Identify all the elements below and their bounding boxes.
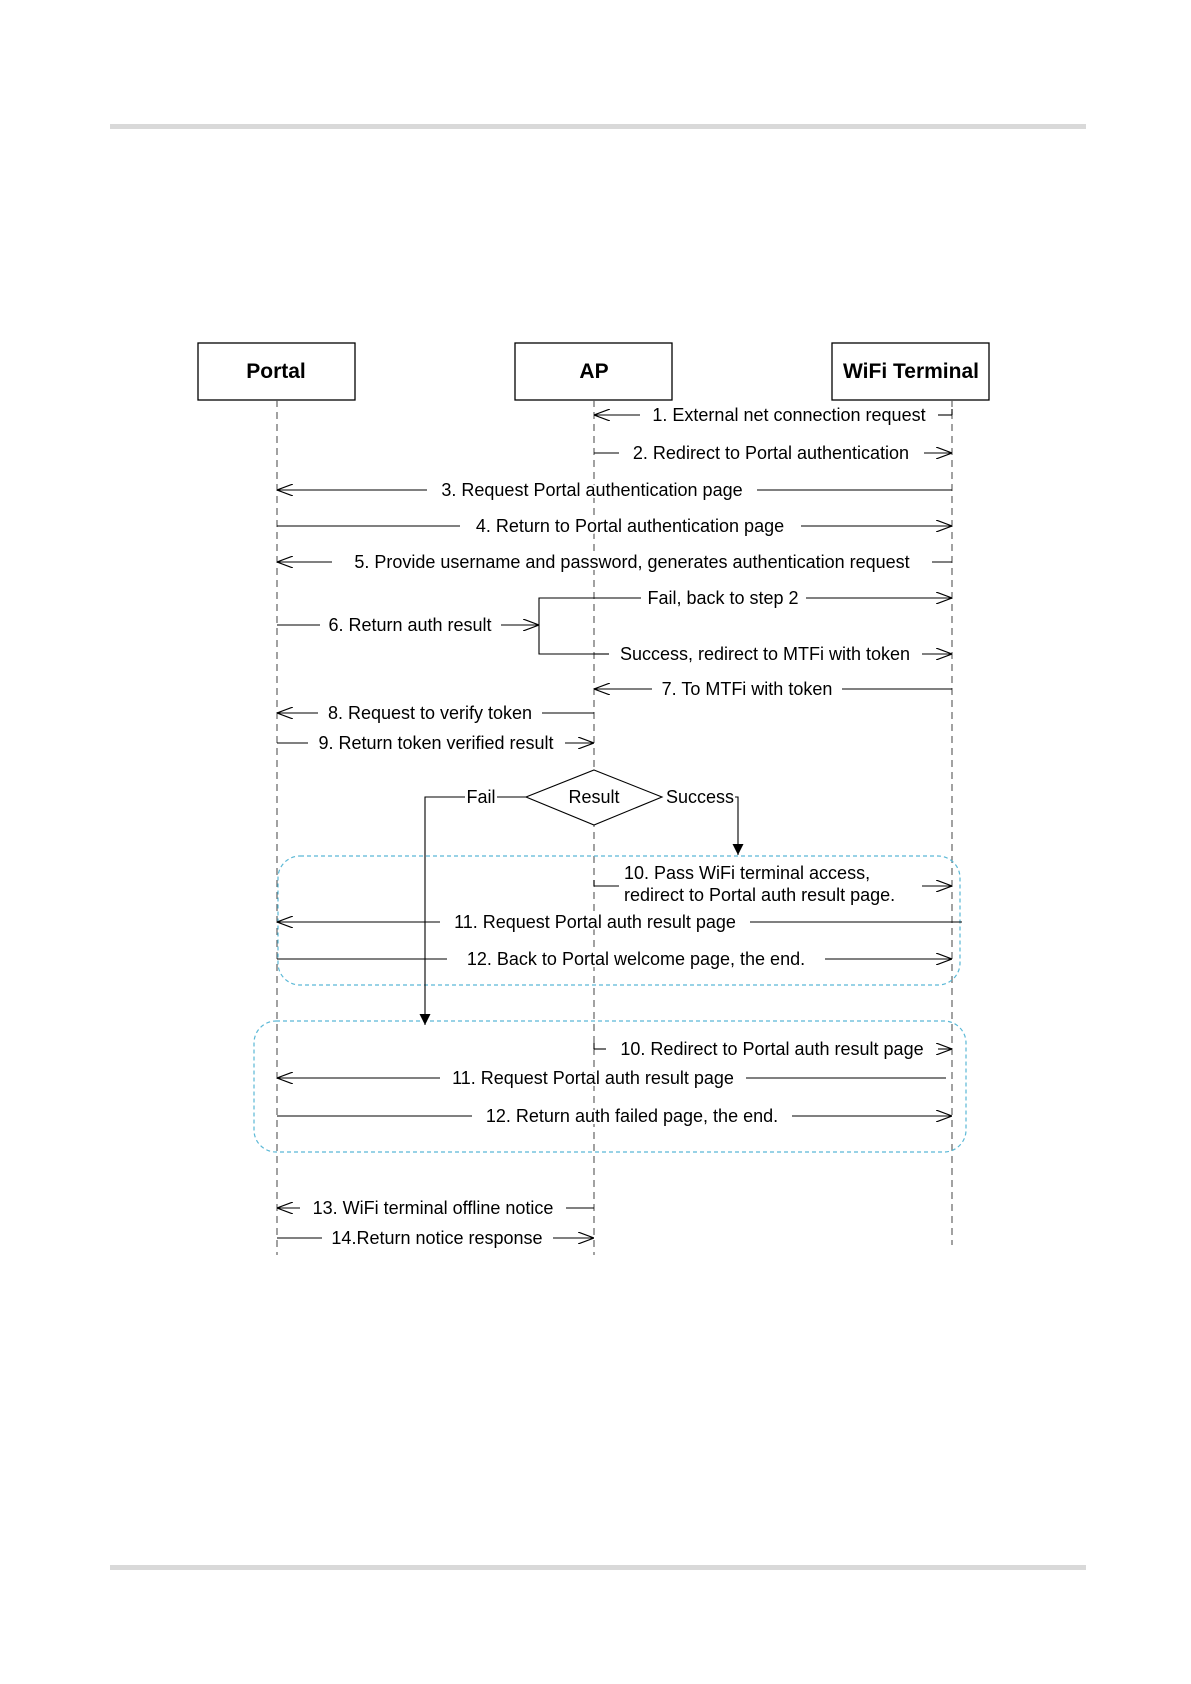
msg-14-label: 14.Return notice response <box>331 1228 542 1248</box>
msg-8-label: 8. Request to verify token <box>328 703 532 723</box>
msg-11b-label: 11. Request Portal auth result page <box>452 1068 734 1088</box>
msg-13-label: 13. WiFi terminal offline notice <box>313 1198 554 1218</box>
msg-10b-label: 10. Redirect to Portal auth result page <box>620 1039 923 1059</box>
msg-7-label: 7. To MTFi with token <box>662 679 833 699</box>
fail-branch-arrow <box>419 796 465 1025</box>
footer-rule <box>110 1565 1086 1570</box>
msg-3-label: 3. Request Portal authentication page <box>441 480 742 500</box>
header-rule <box>110 124 1086 129</box>
msg-1-label: 1. External net connection request <box>652 405 925 425</box>
msg-6-label: 6. Return auth result <box>328 615 491 635</box>
result-diamond <box>524 769 664 826</box>
branch-fail-label: Fail, back to step 2 <box>647 588 798 608</box>
fail-label: Fail <box>466 787 495 807</box>
success-branch-arrow <box>732 796 744 855</box>
branch-success-label: Success, redirect to MTFi with token <box>620 644 910 664</box>
msg-12b-label: 12. Return auth failed page, the end. <box>486 1106 778 1126</box>
msg-2-label: 2. Redirect to Portal authentication <box>633 443 909 463</box>
participant-portal-label: Portal <box>246 360 306 383</box>
msg-12a-label: 12. Back to Portal welcome page, the end… <box>467 949 805 969</box>
msg-4-label: 4. Return to Portal authentication page <box>476 516 784 536</box>
msg-5-label: 5. Provide username and password, genera… <box>354 552 909 572</box>
fail-group-box <box>253 1020 967 1153</box>
success-label: Success <box>666 787 734 807</box>
participant-ap: AP <box>514 342 673 401</box>
participant-wifi-terminal-label: WiFi Terminal <box>843 360 979 383</box>
result-label: Result <box>568 787 619 807</box>
msg-10a-label-line-1: 10. Pass WiFi terminal access, <box>624 863 870 883</box>
participant-ap-label: AP <box>579 360 608 383</box>
msg-10a-label-line-2: redirect to Portal auth result page. <box>624 885 895 905</box>
msg-9-label: 9. Return token verified result <box>318 733 553 753</box>
msg-11a-label: 11. Request Portal auth result page <box>454 912 736 932</box>
participant-wifi-terminal: WiFi Terminal <box>831 342 990 401</box>
branch-fail-line <box>538 597 594 655</box>
participant-portal: Portal <box>197 342 356 401</box>
